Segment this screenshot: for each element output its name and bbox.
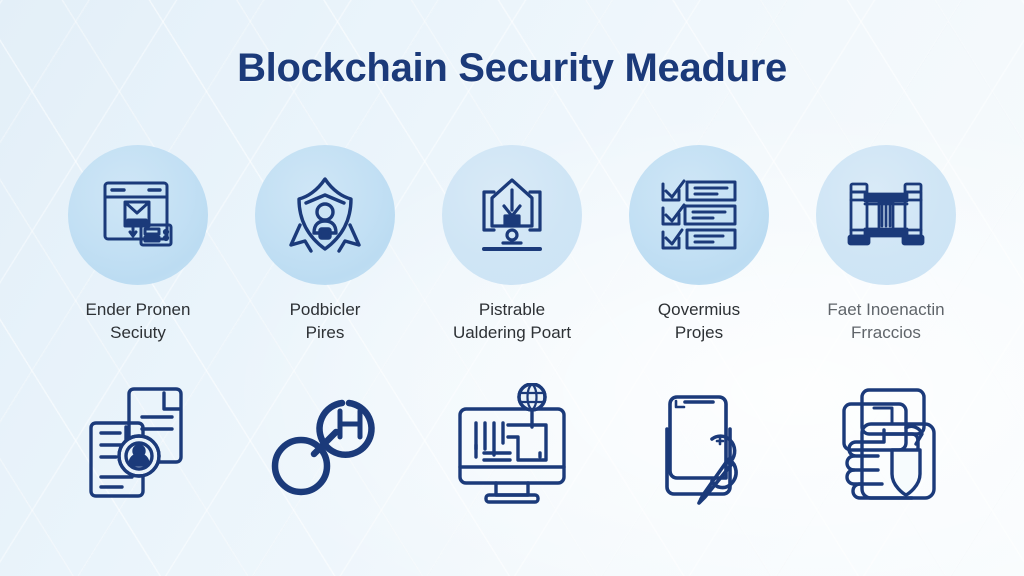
linked-nodes-h-icon [271, 399, 375, 495]
secondary-item-3[interactable] [421, 372, 603, 517]
vault-bank-icon [847, 182, 925, 246]
feature-label-3: Pistrable Ualdering Poart [452, 300, 572, 342]
shield-person-icon [289, 177, 361, 253]
feature-label-2: Podbicler Pires [289, 300, 361, 342]
secondary-item-2[interactable] [234, 372, 416, 517]
feature-label-1: Ender Pronen Seciuty [85, 300, 191, 342]
badge-circle-3 [442, 145, 582, 285]
documents-user-badge-icon [89, 386, 183, 498]
feature-item-5[interactable]: Faet Inoenactin Frraccios [795, 145, 977, 365]
monitor-globe-dashboard-icon [458, 382, 566, 504]
feature-label-4: Qovermius Projes [657, 300, 741, 342]
secondary-item-5[interactable] [795, 372, 977, 517]
feature-label-5: Faet Inoenactin Frraccios [827, 300, 945, 342]
clipboard-pen-signature-icon [665, 394, 738, 505]
feature-item-3[interactable]: Pistrable Ualdering Poart [421, 145, 603, 365]
secondary-item-1[interactable] [47, 372, 229, 517]
page-title: Blockchain Security Meadure [237, 46, 787, 90]
hand-shield-cards-icon [842, 387, 936, 500]
feature-item-1[interactable]: Ender Pronen Seciuty [47, 145, 229, 365]
checklist-icon [661, 179, 737, 250]
secondary-icon-row [47, 372, 977, 522]
feature-badge-row: Ender Pronen Seciuty Podbicler Pires [47, 145, 977, 365]
browser-window-document-icon [103, 181, 173, 247]
feature-item-2[interactable]: Podbicler Pires [234, 145, 416, 365]
badge-circle-1 [68, 145, 208, 285]
badge-circle-5 [816, 145, 956, 285]
badge-circle-2 [255, 145, 395, 285]
bracket-arrow-shield-icon [482, 178, 542, 251]
badge-circle-4 [629, 145, 769, 285]
secondary-item-4[interactable] [608, 372, 790, 517]
feature-item-4[interactable]: Qovermius Projes [608, 145, 790, 365]
